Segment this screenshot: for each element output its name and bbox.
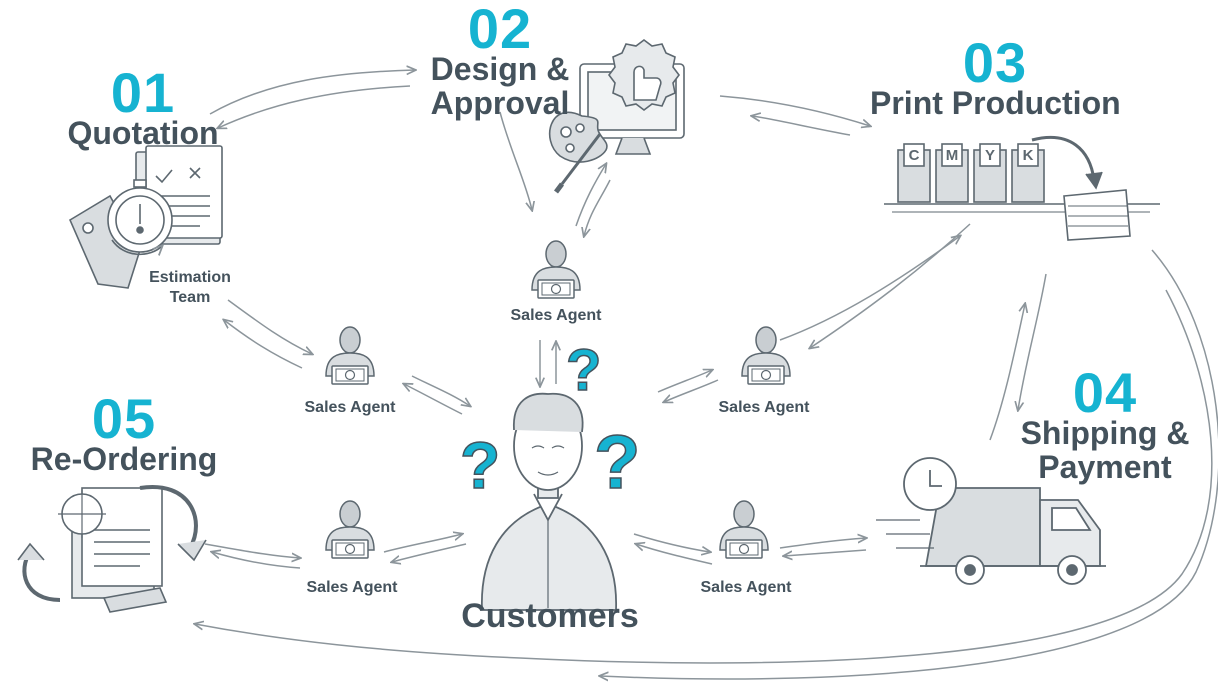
step-04: 04 Shipping & Payment	[1020, 361, 1190, 485]
sales-agent-label-left: Sales Agent	[304, 399, 396, 416]
sales-agent-icon	[325, 326, 375, 385]
step-number-01: 01	[110, 61, 176, 124]
delivery-truck-icon	[876, 457, 1106, 585]
design-monitor-palette-icon	[548, 39, 685, 194]
quotation-clock-tag-icon	[68, 145, 223, 289]
step-title-quotation: Quotation	[67, 115, 219, 151]
step-02: 02 Design & Approval	[420, 0, 580, 121]
step-01: 01 Quotation	[48, 61, 238, 151]
press-letter-c: C	[909, 147, 920, 164]
step-03: 03 Print Production	[870, 31, 1121, 121]
step-number-04: 04	[1072, 361, 1138, 424]
sales-agent-label-right: Sales Agent	[718, 399, 810, 416]
sales-agent-icon	[325, 500, 375, 559]
sales-agent-label-top: Sales Agent	[510, 307, 602, 324]
step-title-print-production: Print Production	[870, 85, 1121, 121]
flow-arrows	[195, 70, 1218, 679]
customers-label: Customers	[461, 597, 639, 635]
cmyk-printing-press-icon	[884, 135, 1160, 241]
reorder-document-icon	[17, 484, 207, 613]
sales-agent-icon	[741, 326, 791, 385]
step-title-re-ordering: Re-Ordering	[30, 441, 218, 477]
press-letter-y: Y	[985, 147, 995, 164]
step-number-05: 05	[91, 387, 157, 450]
estimation-team-label: Estimation Team	[149, 269, 231, 306]
press-letter-m: M	[946, 147, 959, 164]
question-mark-icon: ?	[594, 420, 640, 505]
question-mark-icon: ?	[460, 428, 500, 502]
question-marks: ? ? ?	[459, 337, 641, 506]
sales-agent-label-bottom-left: Sales Agent	[306, 579, 398, 596]
question-mark-icon: ?	[566, 338, 601, 403]
cmyk-letters: C M Y K	[909, 147, 1034, 164]
step-number-02: 02	[467, 0, 533, 60]
press-letter-k: K	[1023, 147, 1034, 164]
step-05: 05 Re-Ordering	[24, 387, 224, 477]
step-title-design-approval: Design & Approval	[430, 51, 570, 121]
step-number-03: 03	[962, 31, 1028, 94]
sales-agent-icon	[531, 240, 581, 299]
sales-agent-icon	[719, 500, 769, 559]
customer-person-icon	[481, 392, 617, 611]
sales-agent-label-bottom-right: Sales Agent	[700, 579, 792, 596]
step-title-shipping-payment: Shipping & Payment	[1020, 415, 1190, 485]
